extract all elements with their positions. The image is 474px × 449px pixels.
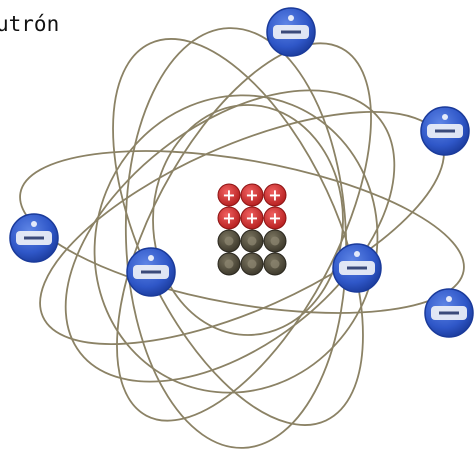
neutron bbox=[263, 229, 287, 253]
neutron bbox=[240, 229, 264, 253]
proton-plus-sign: + bbox=[268, 186, 281, 205]
electron bbox=[424, 288, 474, 338]
orbit-path bbox=[152, 104, 344, 336]
electron-layer bbox=[9, 7, 474, 338]
proton-plus-sign: + bbox=[245, 209, 258, 228]
neutron bbox=[263, 252, 287, 276]
proton: + bbox=[263, 183, 287, 207]
orbit-layer bbox=[19, 27, 465, 449]
proton: + bbox=[240, 206, 264, 230]
neutron bbox=[240, 252, 264, 276]
proton-plus-sign: + bbox=[268, 209, 281, 228]
electron bbox=[9, 213, 59, 263]
proton: + bbox=[263, 206, 287, 230]
orbit-path bbox=[19, 150, 465, 314]
neutron bbox=[217, 229, 241, 253]
orbit-path bbox=[116, 42, 372, 422]
proton: + bbox=[217, 183, 241, 207]
proton: + bbox=[240, 183, 264, 207]
proton-plus-sign: + bbox=[222, 186, 235, 205]
orbit-path bbox=[93, 94, 379, 394]
electron bbox=[266, 7, 316, 57]
nucleus: + + + + + + bbox=[217, 183, 287, 276]
orbit-path bbox=[124, 27, 348, 449]
electron bbox=[420, 106, 470, 156]
orbit-path bbox=[64, 89, 396, 383]
neutron bbox=[217, 252, 241, 276]
proton-plus-sign: + bbox=[222, 209, 235, 228]
proton-plus-sign: + bbox=[245, 186, 258, 205]
neutron-label: utrón bbox=[0, 12, 60, 36]
electron bbox=[126, 247, 176, 297]
proton: + bbox=[217, 206, 241, 230]
orbit-path bbox=[39, 111, 445, 345]
electron bbox=[332, 243, 382, 293]
